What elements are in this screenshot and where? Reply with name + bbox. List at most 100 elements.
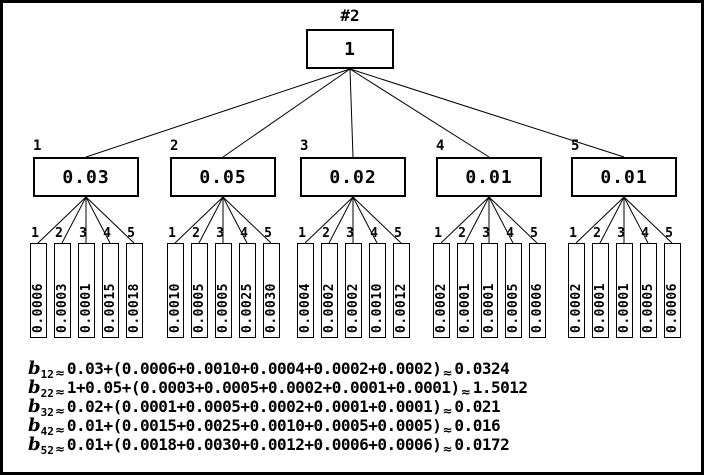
leaf-node-value: 0.0002 (433, 283, 449, 333)
equation-subscript: 32 (40, 406, 54, 419)
equations-block: b12≈0.03+(0.0006+0.0010+0.0004+0.0002+0.… (28, 359, 528, 457)
equation-result: 0.0172 (454, 435, 510, 454)
leaf-node-value: 0.0005 (215, 283, 231, 333)
edge (61, 196, 87, 244)
leaf-index-label: 5 (127, 226, 135, 241)
equation-expression: 0.01+(0.0018+0.0030+0.0012+0.0006+0.0006… (66, 435, 442, 454)
edge (349, 68, 490, 158)
leaf-node: 0.0001 (615, 243, 633, 338)
leaf-node-value: 0.0018 (126, 283, 142, 333)
edge (623, 196, 649, 244)
leaf-node: 0.0002 (344, 243, 362, 338)
approx-symbol: ≈ (54, 366, 65, 380)
equation-expression: 0.03+(0.0006+0.0010+0.0004+0.0002+0.0002… (66, 359, 442, 378)
leaf-index-label: 2 (192, 226, 200, 241)
equation-expression: 1+0.05+(0.0003+0.0005+0.0002+0.0001+0.00… (66, 378, 460, 397)
edge (488, 196, 514, 244)
leaf-index-label: 2 (593, 226, 601, 241)
leaf-node: 0.0001 (77, 243, 95, 338)
equation-line: b52≈0.01+(0.0018+0.0030+0.0012+0.0006+0.… (28, 435, 527, 457)
leaf-node: 0.0002 (320, 243, 338, 338)
equation-variable: b (28, 377, 41, 398)
leaf-node-value: 0.0001 (78, 283, 94, 333)
leaf-index-label: 5 (665, 226, 673, 241)
tree-id-label: #2 (340, 6, 360, 25)
leaf-index-label: 5 (530, 226, 538, 241)
equation-expression: 0.02+(0.0001+0.0005+0.0002+0.0001+0.0001… (66, 397, 442, 416)
leaf-node-value: 0.0012 (393, 283, 409, 333)
approx-symbol: ≈ (442, 404, 453, 418)
equation-result: 0.016 (454, 416, 501, 435)
edge (222, 196, 272, 244)
leaf-node-value: 0.0006 (30, 283, 46, 333)
edge (85, 68, 351, 158)
branch-node: 0.05 (170, 157, 276, 197)
leaf-node-value: 0.0006 (529, 283, 545, 333)
leaf-index-label: 1 (569, 226, 577, 241)
branch-index-label: 4 (436, 138, 445, 154)
leaf-index-label: 2 (55, 226, 63, 241)
equation-result: 0.0324 (454, 359, 510, 378)
edge (575, 196, 625, 244)
leaf-node-value: 0.0005 (191, 283, 207, 333)
leaf-node: 0.0015 (101, 243, 119, 338)
root-node-value: 1 (344, 38, 356, 60)
leaf-node: 0.0002 (432, 243, 450, 338)
leaf-index-label: 3 (346, 226, 354, 241)
edge (349, 68, 625, 158)
leaf-node: 0.0006 (528, 243, 546, 338)
leaf-node: 0.0001 (591, 243, 609, 338)
tree-edges (37, 68, 673, 244)
leaf-node-value: 0.0002 (321, 283, 337, 333)
branch-index-label: 2 (170, 138, 179, 154)
leaf-node: 0.0012 (392, 243, 410, 338)
leaf-index-label: 4 (240, 226, 248, 241)
leaf-index-label: 4 (641, 226, 649, 241)
edge (174, 196, 224, 244)
leaf-node: 0.0025 (238, 243, 256, 338)
approx-symbol: ≈ (54, 423, 65, 437)
approx-symbol: ≈ (442, 442, 453, 456)
leaf-index-label: 3 (482, 226, 490, 241)
edge (37, 196, 87, 244)
branch-node-value: 0.01 (465, 166, 513, 188)
leaf-node-value: 0.0001 (592, 283, 608, 333)
leaf-node: 0.0010 (368, 243, 386, 338)
leaf-node: 0.0010 (166, 243, 184, 338)
leaf-index-label: 2 (458, 226, 466, 241)
equation-line: b32≈0.02+(0.0001+0.0005+0.0002+0.0001+0.… (28, 397, 527, 419)
leaf-node-value: 0.0001 (457, 283, 473, 333)
equation-result: 0.021 (454, 397, 501, 416)
branch-node-value: 0.05 (199, 166, 247, 188)
branch-index-label: 1 (33, 138, 42, 154)
equation-subscript: 52 (40, 444, 54, 457)
leaf-node: 0.0003 (53, 243, 71, 338)
equation-variable: b (28, 415, 41, 436)
equation-subscript: 12 (40, 368, 54, 381)
leaf-node: 0.0002 (567, 243, 585, 338)
leaf-node: 0.0005 (190, 243, 208, 338)
leaf-index-label: 1 (298, 226, 306, 241)
equation-subscript: 22 (40, 387, 54, 400)
edge (85, 196, 111, 244)
edge (222, 68, 351, 158)
edge (352, 196, 378, 244)
leaf-index-label: 5 (394, 226, 402, 241)
edge (440, 196, 490, 244)
leaf-node: 0.0006 (663, 243, 681, 338)
equation-result: 1.5012 (472, 378, 528, 397)
edge (85, 196, 135, 244)
leaf-index-label: 3 (617, 226, 625, 241)
leaf-node-value: 0.0015 (102, 283, 118, 333)
approx-symbol: ≈ (54, 442, 65, 456)
leaf-node: 0.0005 (214, 243, 232, 338)
leaf-node-value: 0.0025 (239, 283, 255, 333)
equation-subscript: 42 (40, 425, 54, 438)
equation-line: b42≈0.01+(0.0015+0.0025+0.0010+0.0005+0.… (28, 415, 527, 438)
edge (623, 196, 673, 244)
branch-node-value: 0.02 (329, 166, 377, 188)
leaf-index-label: 1 (434, 226, 442, 241)
leaf-index-label: 4 (506, 226, 514, 241)
equation-line: b22≈1+0.05+(0.0003+0.0005+0.0002+0.0001+… (28, 377, 528, 400)
